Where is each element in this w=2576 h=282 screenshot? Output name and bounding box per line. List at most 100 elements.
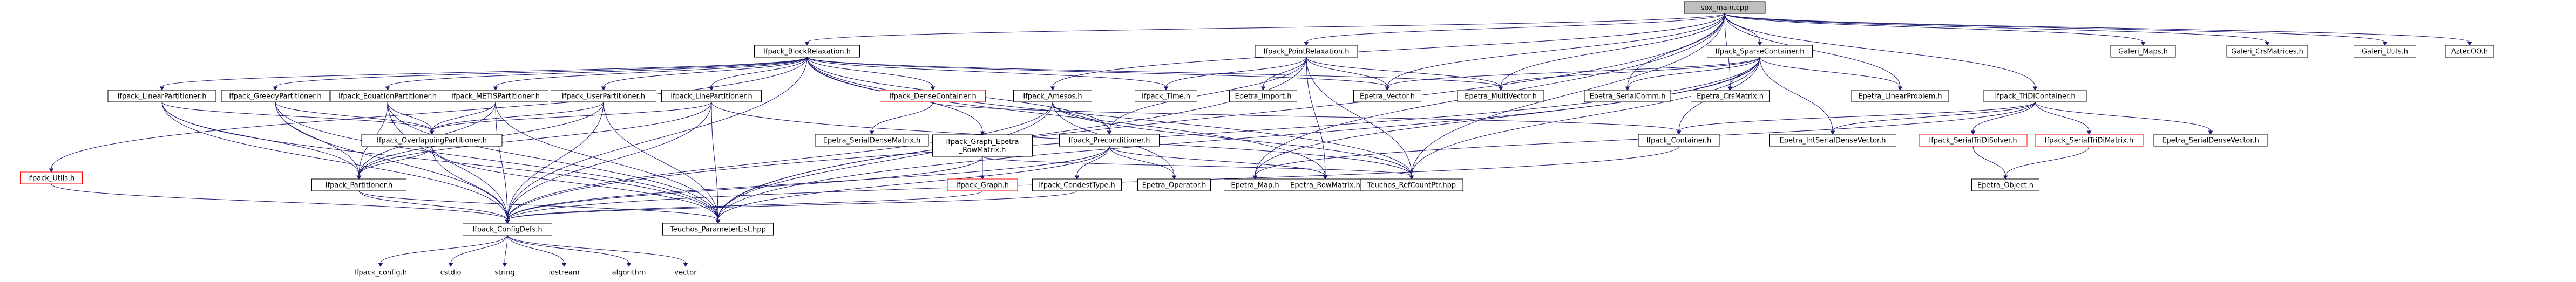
- node-epetra-crsmatrix[interactable]: Epetra_CrsMatrix.h: [1691, 90, 1770, 102]
- edge-ifpack_blockrelaxation-to-epetra_vector: [806, 57, 1390, 91]
- node-label: Ifpack_ConfigDefs.h: [472, 226, 542, 234]
- node-label: Ifpack_BlockRelaxation.h: [763, 48, 851, 56]
- node-ifpack-config: Ifpack_config.h: [354, 269, 407, 277]
- node-teuchos-parameterlist[interactable]: Teuchos_ParameterList.hpp: [662, 223, 774, 236]
- node-epetra-serialcomm[interactable]: Epetra_SerialComm.h: [1584, 90, 1671, 102]
- node-aztecoo[interactable]: AztecOO.h: [2445, 45, 2494, 58]
- edge-ifpack_tridicontainer-to-ifpack_serialtridisolver: [1970, 101, 2036, 135]
- node-algorithm: algorithm: [612, 269, 646, 277]
- node-ifpack-metispartitioner[interactable]: Ifpack_METISPartitioner.h: [443, 90, 548, 102]
- node-ifpack-serialtridimatrix[interactable]: Ifpack_SerialTriDiMatrix.h: [2035, 134, 2144, 147]
- node-galeri-utils[interactable]: Galeri_Utils.h: [2354, 45, 2416, 58]
- edge-ifpack_partitioner-to-ifpack_configdefs: [358, 190, 510, 224]
- node-label: Ifpack_LinearPartitioner.h: [118, 93, 207, 101]
- edge-ifpack_sparsecontainer-to-epetra_linearproblem: [1759, 57, 1903, 91]
- node-label: Ifpack_SparseContainer.h: [1715, 48, 1804, 56]
- node-label: Ifpack_Time.h: [1142, 93, 1190, 101]
- node-label: Epetra_Object.h: [1977, 182, 2033, 190]
- node-label: Ifpack_TriDiContainer.h: [1995, 93, 2075, 101]
- edge-ifpack_sparsecontainer-to-epetra_map: [1252, 57, 1760, 180]
- edge-ifpack_blockrelaxation-to-ifpack_greedypartitioner: [273, 57, 808, 91]
- edge-ifpack_preconditioner-to-ifpack_condesttype: [1074, 146, 1110, 180]
- node-ifpack-sparsecontainer[interactable]: Ifpack_SparseContainer.h: [1707, 45, 1813, 58]
- node-epetra-intserialdensevector[interactable]: Epetra_IntSerialDenseVector.h: [1769, 134, 1896, 147]
- edge-ifpack_amesos-to-ifpack_preconditioner: [1052, 101, 1112, 135]
- edge-ifpack_blockrelaxation-to-ifpack_linearpartitioner: [159, 57, 808, 91]
- node-epetra-rowmatrix[interactable]: Epetra_RowMatrix.h: [1286, 178, 1365, 191]
- node-label: string: [494, 269, 514, 277]
- node-ifpack-serialtridisolver[interactable]: Ifpack_SerialTriDiSolver.h: [1919, 134, 2028, 147]
- node-epetra-serialdensevector[interactable]: Epetra_SerialDenseVector.h: [2153, 134, 2268, 147]
- edge-ifpack_configdefs-to-iostream: [507, 235, 567, 267]
- edge-ifpack_serialtridisolver-to-epetra_object: [1972, 146, 2008, 180]
- node-ifpack-amesos[interactable]: Ifpack_Amesos.h: [1013, 90, 1092, 102]
- node-galeri-maps[interactable]: Galeri_Maps.h: [2110, 45, 2176, 58]
- node-label: Ifpack_Container.h: [1646, 137, 1712, 145]
- edge-ifpack_sparsecontainer-to-teuchos_refcountptr: [1409, 57, 1760, 180]
- node-ifpack-blockrelaxation[interactable]: Ifpack_BlockRelaxation.h: [754, 45, 860, 58]
- node-ifpack-userpartitioner[interactable]: Ifpack_UserPartitioner.h: [551, 90, 656, 102]
- node-cstdio: cstdio: [440, 269, 462, 277]
- node-epetra-object[interactable]: Epetra_Object.h: [1971, 178, 2039, 191]
- node-ifpack-container[interactable]: Ifpack_Container.h: [1638, 134, 1720, 147]
- node-string: string: [494, 269, 514, 277]
- node-ifpack-preconditioner[interactable]: Ifpack_Preconditioner.h: [1059, 134, 1160, 147]
- node-ifpack-densecontainer[interactable]: Ifpack_DenseContainer.h: [880, 90, 986, 102]
- edge-ifpack_blockrelaxation-to-ifpack_metispartitioner: [493, 57, 808, 91]
- node-label: _RowMatrix.h: [959, 146, 1006, 154]
- edge-ifpack_blockrelaxation-to-ifpack_utils: [49, 57, 808, 173]
- node-label: Ifpack_METISPartitioner.h: [451, 93, 540, 101]
- node-galeri-crsmatrices[interactable]: Galeri_CrsMatrices.h: [2226, 45, 2308, 58]
- node-ifpack-overlappingpartitioner[interactable]: Ifpack_OverlappingPartitioner.h: [361, 134, 503, 147]
- edge-ifpack_preconditioner-to-epetra_operator: [1109, 146, 1177, 180]
- edge-ifpack_linearpartitioner-to-teuchos_parameterlist: [161, 101, 721, 224]
- node-ifpack-configdefs[interactable]: Ifpack_ConfigDefs.h: [463, 223, 552, 236]
- edge-ifpack_equationpartitioner-to-ifpack_overlappingpartitioner: [387, 101, 435, 135]
- node-ifpack-linepartitioner[interactable]: Ifpack_LinePartitioner.h: [661, 90, 762, 102]
- node-ifpack-linearpartitioner[interactable]: Ifpack_LinearPartitioner.h: [107, 90, 216, 102]
- node-label: Ifpack_EquationPartitioner.h: [338, 93, 437, 101]
- edge-ifpack_blockrelaxation-to-ifpack_time: [806, 57, 1169, 91]
- node-epetra-import[interactable]: Epetra_Import.h: [1229, 90, 1297, 102]
- node-label: Ifpack_Graph.h: [956, 182, 1009, 190]
- node-ifpack-tridicontainer[interactable]: Ifpack_TriDiContainer.h: [1983, 90, 2087, 102]
- node-vector: vector: [674, 269, 697, 277]
- node-label: Epetra_LinearProblem.h: [1858, 93, 1942, 101]
- node-epetra-multivector[interactable]: Epetra_MultiVector.h: [1457, 90, 1544, 102]
- edge-ifpack_overlappingpartitioner-to-ifpack_partitioner: [356, 146, 432, 180]
- edge-root-to-galeri_crsmatrices: [1724, 13, 2270, 46]
- node-ifpack-utils[interactable]: Ifpack_Utils.h: [20, 171, 83, 184]
- edge-ifpack_pointrelaxation-to-ifpack_time: [1163, 57, 1307, 91]
- edges: [49, 13, 2472, 267]
- node-teuchos-refcountptr[interactable]: Teuchos_RefCountPtr.hpp: [1360, 178, 1463, 191]
- node-label: Galeri_Maps.h: [2118, 48, 2168, 56]
- node-ifpack-greedypartitioner[interactable]: Ifpack_GreedyPartitioner.h: [221, 90, 330, 102]
- node-label: Galeri_CrsMatrices.h: [2231, 48, 2303, 56]
- node-epetra-vector[interactable]: Epetra_Vector.h: [1353, 90, 1421, 102]
- edge-ifpack_blockrelaxation-to-ifpack_userpartitioner: [601, 57, 808, 91]
- node-ifpack-equationpartitioner[interactable]: Ifpack_EquationPartitioner.h: [330, 90, 445, 102]
- node-label: Ifpack_OverlappingPartitioner.h: [377, 137, 487, 145]
- node-ifpack-graph-epetra-rowmatrix[interactable]: Ifpack_Graph_Epetra_RowMatrix.h: [932, 134, 1033, 157]
- node-label: Ifpack_config.h: [354, 269, 407, 277]
- edge-ifpack_sparsecontainer-to-epetra_serialcomm: [1625, 57, 1760, 91]
- node-epetra-map[interactable]: Epetra_Map.h: [1224, 178, 1286, 191]
- node-epetra-linearproblem[interactable]: Epetra_LinearProblem.h: [1851, 90, 1949, 102]
- node-ifpack-condesttype[interactable]: Ifpack_CondestType.h: [1032, 178, 1122, 191]
- node-label: cstdio: [440, 269, 462, 277]
- node-label: Epetra_MultiVector.h: [1465, 93, 1537, 101]
- node-label: iostream: [548, 269, 579, 277]
- edge-root-to-ifpack_blockrelaxation: [804, 13, 1725, 46]
- edge-ifpack_tridicontainer-to-ifpack_container: [1676, 101, 2036, 135]
- edge-ifpack_configdefs-to-string: [502, 235, 508, 267]
- node-ifpack-time[interactable]: Ifpack_Time.h: [1135, 90, 1197, 102]
- node-epetra-operator[interactable]: Epetra_Operator.h: [1137, 178, 1211, 191]
- edge-ifpack_configdefs-to-algorithm: [507, 235, 632, 267]
- node-ifpack-partitioner[interactable]: Ifpack_Partitioner.h: [311, 178, 406, 191]
- edge-ifpack_configdefs-to-ifpack_config: [378, 235, 508, 267]
- node-epetra-serialdensematrix[interactable]: Epetra_SerialDenseMatrix.h: [815, 134, 929, 147]
- edge-ifpack_graph_epetra_rowmatrix-to-teuchos_refcountptr: [982, 156, 1414, 180]
- node-ifpack-pointrelaxation[interactable]: Ifpack_PointRelaxation.h: [1255, 45, 1358, 58]
- node-ifpack-graph[interactable]: Ifpack_Graph.h: [947, 178, 1018, 191]
- edge-ifpack_blockrelaxation-to-ifpack_equationpartitioner: [385, 57, 808, 91]
